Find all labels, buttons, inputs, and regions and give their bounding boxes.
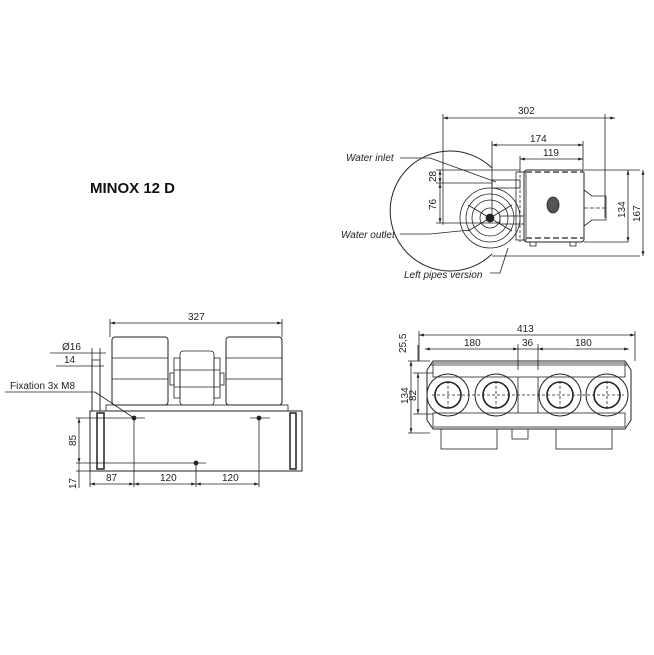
dim-302: 302 bbox=[518, 106, 535, 117]
label-water-inlet: Water inlet bbox=[346, 153, 395, 164]
dim-82: 82 bbox=[408, 389, 419, 401]
dim-25-5: 25,5 bbox=[398, 333, 409, 353]
dim-327: 327 bbox=[188, 312, 205, 323]
dim-120-b: 120 bbox=[222, 473, 239, 484]
dim-85: 85 bbox=[68, 434, 79, 446]
product-title: MINOX 12 D bbox=[90, 180, 176, 197]
dim-413: 413 bbox=[517, 324, 534, 335]
front-view: 327 Ø16 14 Fixation 3x M8 85 17 87 120 1… bbox=[5, 312, 303, 489]
label-left-pipes: Left pipes version bbox=[404, 270, 483, 281]
dim-134-side: 134 bbox=[617, 201, 628, 218]
dim-17: 17 bbox=[68, 477, 79, 489]
dim-119: 119 bbox=[543, 148, 559, 159]
dim-28: 28 bbox=[428, 170, 439, 182]
dim-167: 167 bbox=[632, 205, 643, 222]
label-fixation: Fixation 3x M8 bbox=[10, 381, 75, 392]
dim-120-a: 120 bbox=[160, 473, 177, 484]
dim-36: 36 bbox=[522, 338, 534, 349]
dim-134-top: 134 bbox=[400, 387, 411, 404]
dim-87: 87 bbox=[106, 473, 118, 484]
side-view: 302 174 119 28 76 134 167 Water inlet Wa… bbox=[341, 106, 645, 281]
top-view: 413 180 36 180 25,5 134 82 bbox=[398, 324, 636, 450]
dim-14: 14 bbox=[64, 355, 76, 366]
dim-180-b: 180 bbox=[575, 338, 592, 349]
dim-174: 174 bbox=[530, 134, 547, 145]
dim-180-a: 180 bbox=[464, 338, 481, 349]
label-water-outlet: Water outlet bbox=[341, 230, 396, 241]
dim-76: 76 bbox=[428, 198, 439, 210]
dim-d16: Ø16 bbox=[62, 342, 81, 353]
